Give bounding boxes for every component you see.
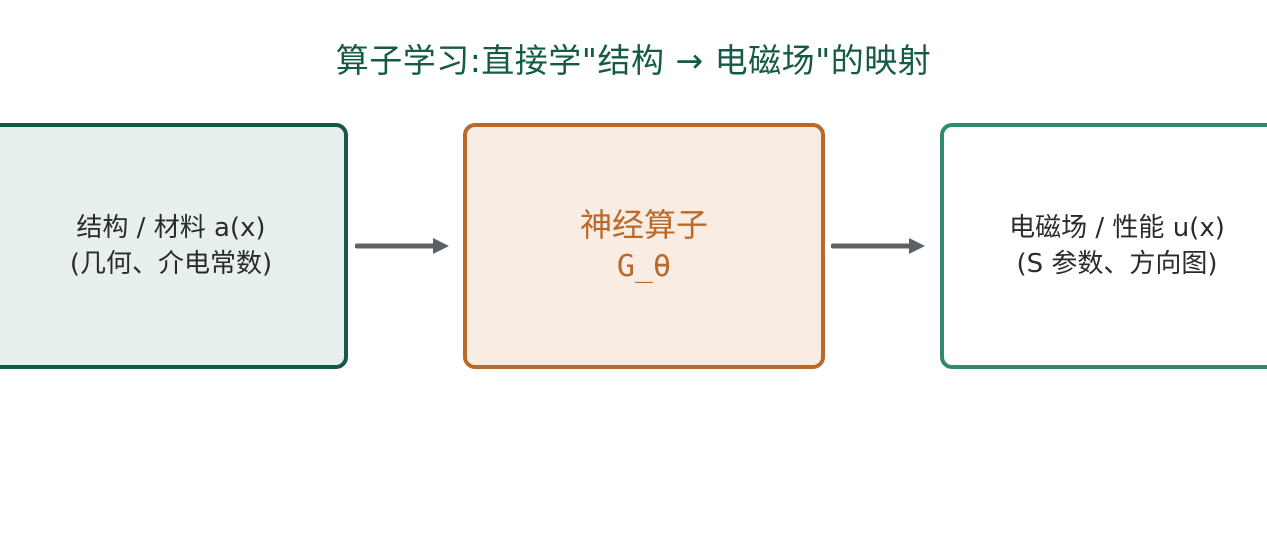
output-field-box: 电磁场 / 性能 u(x) (S 参数、方向图) bbox=[940, 123, 1267, 369]
output-sublabel: (S 参数、方向图) bbox=[1016, 249, 1218, 279]
operator-symbol: G_θ bbox=[616, 249, 672, 284]
arrow-operator-to-output bbox=[831, 238, 925, 254]
output-label: 电磁场 / 性能 u(x) bbox=[1009, 213, 1225, 243]
input-label: 结构 / 材料 a(x) bbox=[76, 213, 266, 243]
arrow-input-to-operator bbox=[355, 238, 449, 254]
neural-operator-box: 神经算子 G_θ bbox=[463, 123, 825, 369]
diagram-title: 算子学习:直接学"结构 → 电磁场"的映射 bbox=[335, 41, 932, 80]
operator-label: 神经算子 bbox=[579, 206, 708, 244]
input-sublabel: (几何、介电常数) bbox=[69, 249, 273, 279]
input-structure-box: 结构 / 材料 a(x) (几何、介电常数) bbox=[0, 123, 348, 369]
